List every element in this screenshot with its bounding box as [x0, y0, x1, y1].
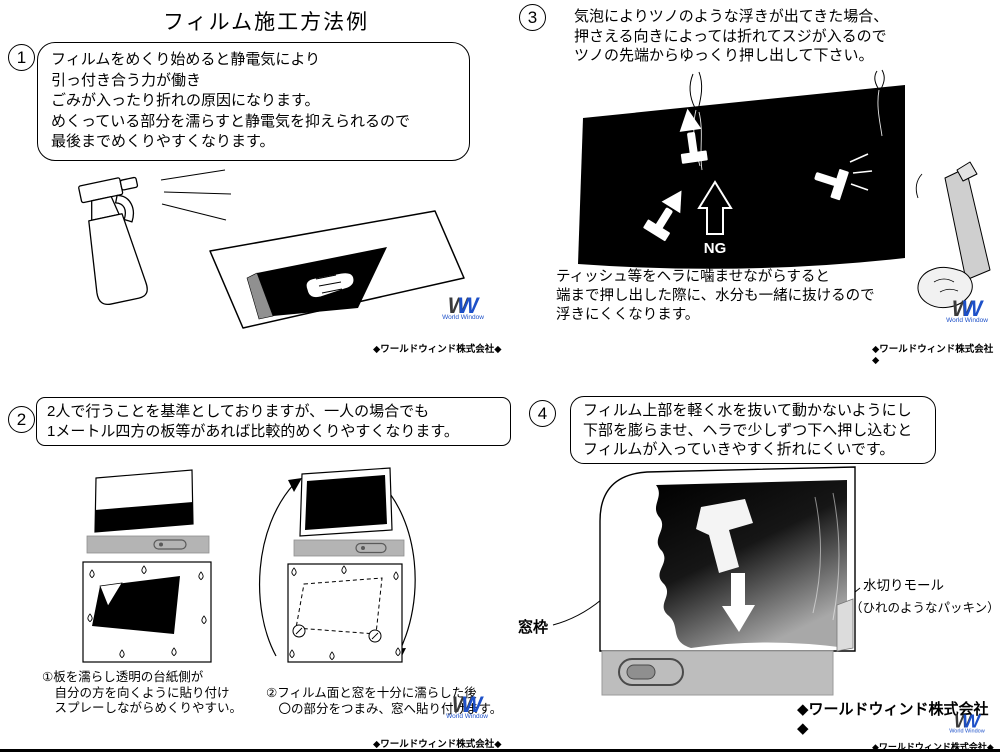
logo-w-blue: W	[961, 296, 983, 321]
tinted-window-film	[578, 85, 905, 269]
logo-w-blue: W	[461, 692, 483, 717]
step2-caption-2: ②フィルム面と窓を十分に濡らした後 〇の部分をつまみ、窓へ貼り付けます。	[266, 686, 503, 716]
page-title: フィルム施工方法例	[163, 11, 370, 34]
logo-caption: World Window	[949, 728, 985, 735]
step4-number: 4	[537, 403, 548, 423]
arrowhead	[288, 478, 302, 492]
door-handle	[153, 539, 187, 550]
tissue-squeegee-icon	[915, 161, 991, 309]
step3-number: 3	[527, 7, 538, 27]
logo-w-dark: W	[451, 692, 473, 717]
molding-label: 水切りモール	[863, 578, 944, 593]
step1-number: 1	[16, 47, 27, 67]
handle-detail	[361, 546, 365, 550]
logo-caption: World Window	[442, 314, 484, 321]
company-name-bold: ◆ワールドウィンド株式会社◆	[797, 701, 989, 737]
window-sill	[86, 535, 210, 554]
step1-note-box: フィルムをめくり始めると静電気により 引っ付き合う力が働き ごみが入ったり折れの…	[37, 42, 470, 161]
step1-illustration-spray-and-film	[78, 169, 465, 329]
step2-number: 2	[16, 409, 27, 429]
window-film-strip	[95, 502, 193, 532]
ng-arrow-icon	[697, 180, 733, 235]
rotate-arrow-right	[377, 479, 416, 655]
step3-number-badge: 3	[519, 4, 546, 31]
squeeze-out-lines	[849, 153, 873, 191]
step2-illustration-window	[258, 467, 416, 663]
squeegee-icon-up	[679, 108, 708, 164]
push-down-arrow	[722, 573, 755, 632]
handle-detail	[159, 542, 163, 547]
film-sheen-lines	[812, 492, 840, 621]
logo-w-dark: W	[953, 710, 972, 732]
door-handle	[355, 542, 387, 554]
step3-text: 気泡によりツノのような浮きが出てきた場合、 押さえる向きによっては折れてスジが入…	[574, 8, 889, 64]
worldwindow-logo-2: WW World Window	[940, 298, 994, 325]
window-sill	[293, 539, 405, 557]
door-handle-grip	[626, 664, 656, 680]
ww-monogram-icon: WW	[944, 712, 990, 731]
rotate-arrow-left	[258, 483, 295, 657]
film-peeled-edge	[246, 272, 274, 320]
company-credit-4: ◆ワールドウィンド株式会社◆	[872, 742, 994, 752]
squeegee-icon-left	[643, 190, 682, 242]
logo-w-dark: W	[951, 296, 973, 321]
worldwindow-logo-4: WW World Window	[944, 712, 990, 735]
company-credit-2: ◆ワールドウィンド株式会社◆	[872, 344, 994, 366]
hand-icon	[305, 272, 355, 299]
spray-lines	[160, 169, 232, 221]
step3-note-text: ティッシュ等をヘラに噛ませながらすると 端まで押し出した際に、水分も一緒に抜ける…	[556, 269, 875, 323]
step4-illustration-door	[552, 466, 861, 696]
ng-label: NG	[704, 240, 727, 257]
worldwindow-logo-3: WW World Window	[440, 694, 494, 721]
bottom-border-line	[0, 749, 1000, 752]
ww-monogram-icon: WW	[940, 298, 994, 320]
logo-w-dark: W	[447, 293, 469, 318]
window-film	[305, 475, 387, 530]
molding-sublabel: （ひれのようなパッキン）	[850, 601, 1000, 615]
drip-molding	[836, 598, 854, 652]
tint-film-being-inserted	[655, 480, 847, 648]
peeled-corner	[99, 582, 123, 607]
step4-note-box: フィルム上部を軽く水を抜いて動かないようにし 下部を膨らませ、ヘラで少しずつ下へ…	[570, 396, 936, 464]
ww-monogram-icon: WW	[436, 295, 490, 317]
step2-caption-1: ①板を濡らし透明の台紙側が 自分の方を向くように貼り付け スプレーしながらめくり…	[42, 670, 243, 715]
window-frame-pointer-line	[552, 599, 602, 626]
backing-board	[287, 563, 403, 663]
ww-monogram-icon: WW	[440, 694, 494, 716]
logo-caption: World Window	[446, 713, 488, 720]
step1-number-badge: 1	[8, 44, 35, 71]
squeegee-icon-right	[814, 169, 849, 201]
step2-note-box: 2人で行うことを基準としておりますが、一人の場合でも 1メートル四方の板等があれ…	[36, 397, 511, 446]
step2-number-badge: 2	[8, 406, 35, 433]
squeegee-silhouette	[696, 499, 753, 573]
logo-caption: World Window	[946, 317, 988, 324]
logo-w-blue: W	[962, 710, 980, 732]
company-credit-3: ◆ワールドウィンド株式会社◆	[373, 739, 502, 750]
pinch-marks	[295, 627, 379, 640]
spray-bottle-icon	[78, 176, 148, 306]
step2-illustration-board	[82, 469, 212, 663]
company-credit-1: ◆ワールドウィンド株式会社◆	[373, 344, 502, 355]
step3-illustration-window-film: NG	[578, 69, 991, 309]
window-frame-label: 窓枠	[518, 619, 549, 636]
logo-w-blue: W	[457, 293, 479, 318]
step4-number-badge: 4	[529, 400, 556, 427]
worldwindow-logo-1: WW World Window	[436, 295, 490, 322]
